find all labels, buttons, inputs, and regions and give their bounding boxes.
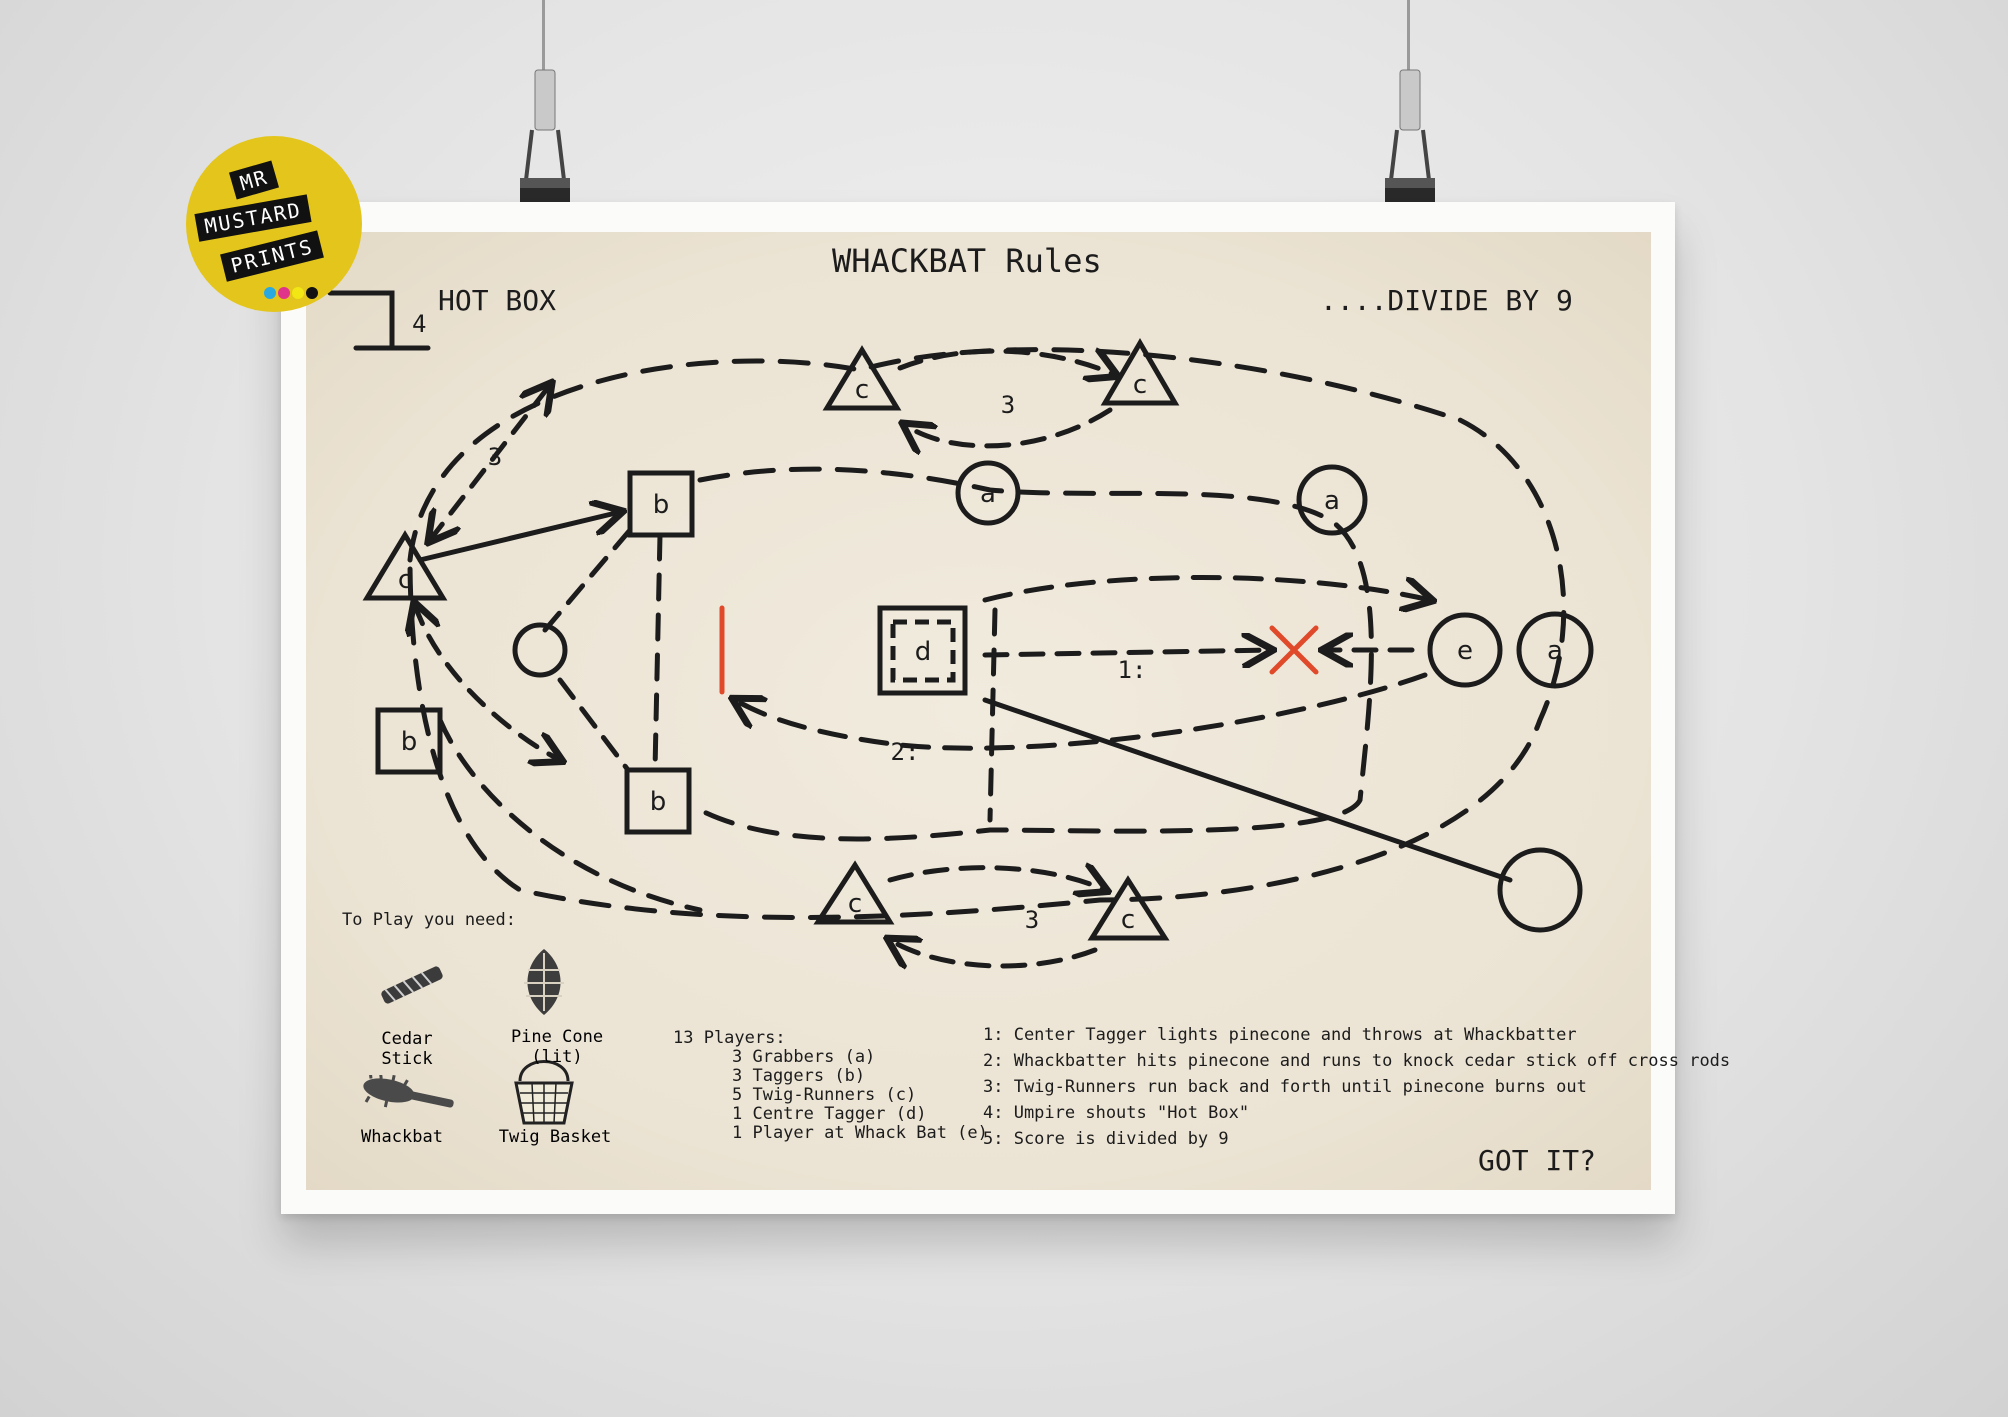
solid-run-line [982, 697, 1513, 883]
twig-runner-markers [362, 338, 1180, 941]
player-line: 1 Player at Whack Bat (e) [732, 1123, 988, 1143]
play-label-2: 2: [891, 738, 920, 766]
hanging-wire-left [542, 0, 545, 80]
player-line: 5 Twig-Runners (c) [732, 1085, 917, 1105]
play-label-3-bottom: 3 [1025, 906, 1039, 934]
cedar-stick-icon [381, 966, 443, 1004]
divide-label: ....DIVIDE BY 9 [1320, 284, 1573, 317]
hot-box-symbol [327, 290, 431, 351]
circle-e-batter [1427, 612, 1503, 688]
player-line: 1 Centre Tagger (d) [732, 1104, 927, 1124]
square-d-outer [877, 605, 968, 696]
got-it-label: GOT IT? [1478, 1144, 1597, 1177]
label-c-1: c [855, 375, 869, 405]
square-b-top [627, 470, 695, 538]
square-b-bottom [624, 767, 692, 835]
circle-basket [1497, 847, 1583, 933]
triangle-c-top-left [822, 345, 902, 411]
brand-color-dots [264, 284, 320, 303]
rule-line: 5: Score is divided by 9 [983, 1129, 1229, 1149]
pine-cone-icon [524, 949, 564, 1015]
player-line: 3 Taggers (b) [732, 1066, 866, 1086]
play-label-3-top: 3 [1001, 391, 1015, 419]
label-e: e [1457, 636, 1473, 666]
players-list: 3 Grabbers (a) 3 Taggers (b) 5 Twig-Runn… [732, 1048, 988, 1143]
players-heading: 13 Players: [673, 1028, 786, 1048]
rule-line: 3: Twig-Runners run back and forth until… [983, 1077, 1587, 1097]
label-b-1: b [653, 490, 670, 520]
circle-a-top-right [1296, 464, 1368, 536]
circle-a-right [1516, 611, 1594, 689]
hanging-wire-right [1407, 0, 1410, 80]
rule-line: 2: Whackbatter hits pinecone and runs to… [983, 1051, 1731, 1071]
legend-twig-basket: Twig Basket [498, 1127, 612, 1147]
outer-run-path [407, 347, 1567, 920]
label-a-1: a [980, 479, 996, 509]
tagger-line [652, 532, 663, 773]
square-d-inner [890, 619, 956, 683]
player-line: 3 Grabbers (a) [732, 1047, 876, 1067]
triangle-c-top-right [1100, 338, 1180, 406]
label-a-3: a [1547, 636, 1563, 666]
circle-a-top [955, 460, 1021, 526]
legend-whackbat: Whackbat [361, 1127, 443, 1147]
label-a-2: a [1324, 486, 1340, 516]
triangle-c-bottom-left [813, 860, 895, 925]
play-label-3-left: 3 [488, 443, 502, 471]
inner-run-path [697, 466, 1374, 842]
twig-basket-icon [514, 1060, 574, 1125]
triangle-c-bottom-right [1087, 875, 1170, 941]
rule-line: 1: Center Tagger lights pinecone and thr… [983, 1025, 1577, 1045]
page-title: WHACKBAT Rules [832, 242, 1102, 280]
pinecone-target-x [1269, 625, 1319, 675]
hit-path-2 [735, 672, 1428, 751]
batter-run-top [982, 575, 1430, 601]
label-b-2: b [650, 787, 667, 817]
rule-line: 4: Umpire shouts "Hot Box" [983, 1103, 1250, 1123]
legend-pine-cone: Pine Cone (lit) [510, 1027, 604, 1067]
rules-list: 1: Center Tagger lights pinecone and thr… [983, 1022, 1730, 1152]
legend-cedar-stick: Cedar Stick [381, 1029, 433, 1069]
label-c-4: c [848, 889, 862, 919]
label-b-3: b [401, 727, 418, 757]
label-c-5: c [1121, 905, 1135, 935]
circle-empty-left [512, 622, 568, 678]
legend-heading: To Play you need: [342, 910, 516, 930]
hot-box-number: 4 [412, 310, 427, 338]
whackbat-icon [363, 1075, 454, 1108]
label-c-3: c [398, 565, 412, 595]
hot-box-label: HOT BOX [438, 284, 557, 317]
label-c-2: c [1133, 370, 1147, 400]
square-b-left [375, 707, 443, 775]
label-d: d [915, 637, 932, 667]
triangle-c-left [362, 530, 448, 601]
throw-path-1 [982, 650, 1270, 655]
play-label-1: 1: [1118, 656, 1147, 684]
